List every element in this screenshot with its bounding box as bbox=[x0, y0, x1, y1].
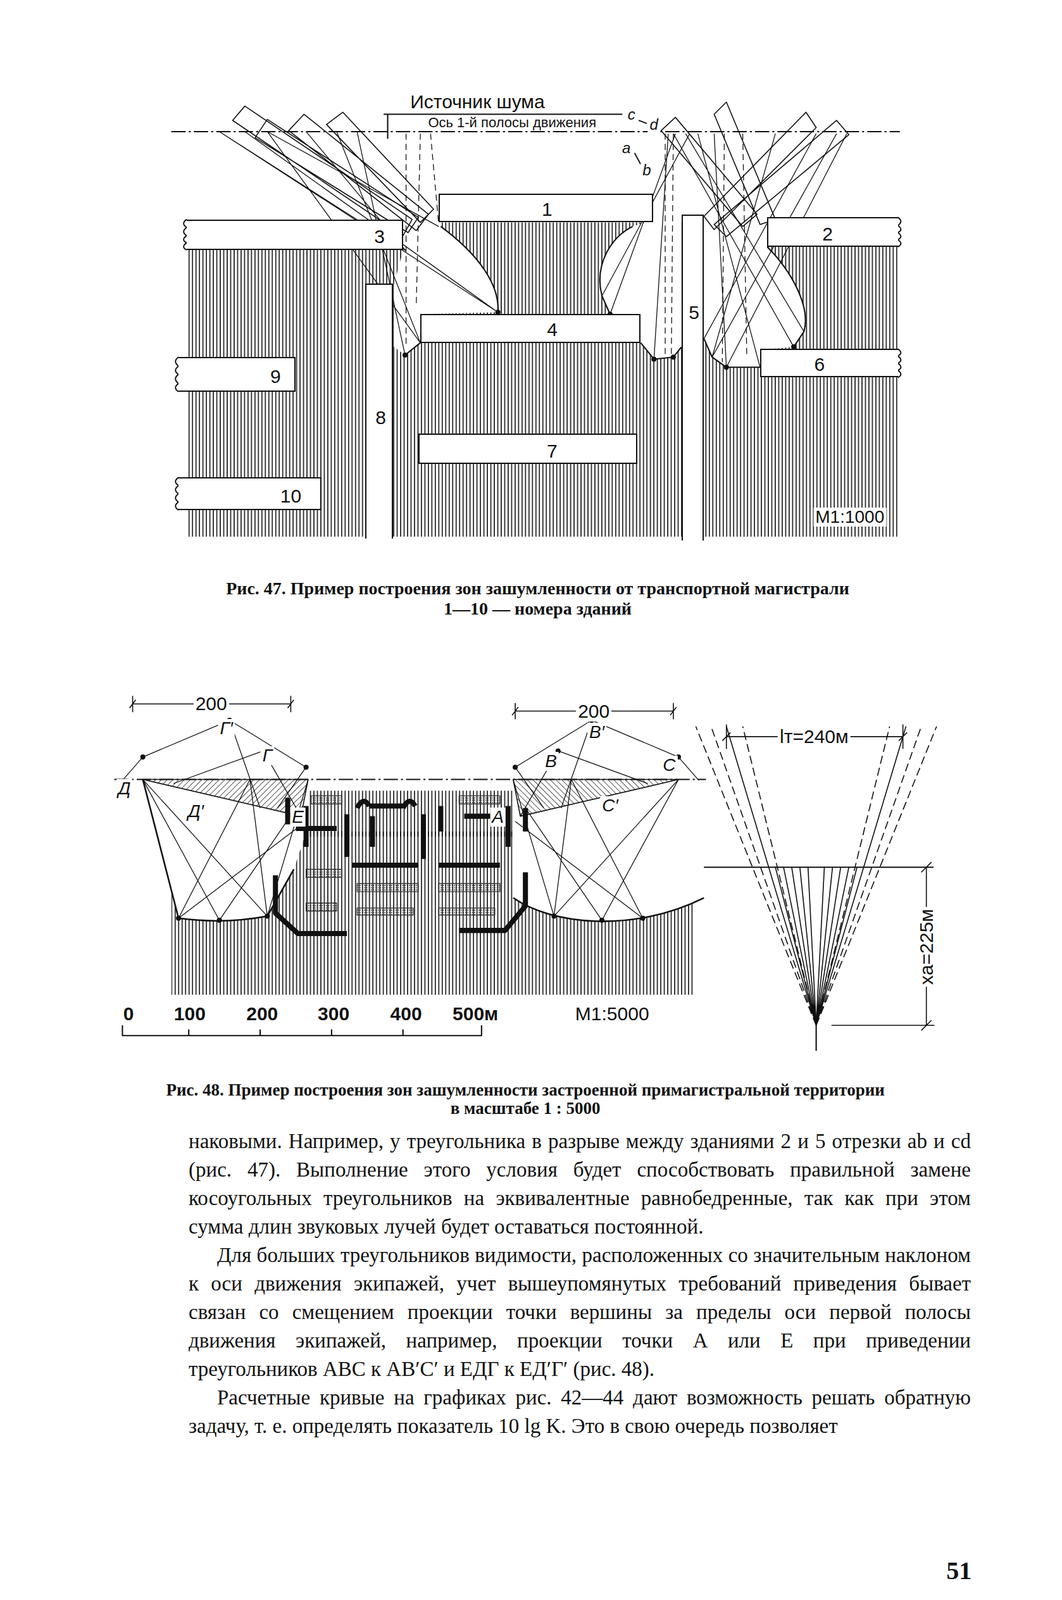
point-letter: d bbox=[648, 116, 661, 133]
noise-zone bbox=[143, 779, 309, 921]
building-number: 6 bbox=[813, 355, 825, 375]
building-number: 10 bbox=[280, 486, 302, 506]
building-block bbox=[306, 795, 500, 916]
building-number: 3 bbox=[374, 227, 385, 247]
noise-source-label: Источник шума bbox=[410, 92, 545, 112]
building-box: 7 bbox=[418, 433, 638, 464]
dimension-label: 200 bbox=[193, 693, 230, 714]
building-box: 9 bbox=[178, 356, 296, 392]
zone-vertex bbox=[140, 718, 308, 923]
segment-cd bbox=[638, 120, 647, 124]
source-leader bbox=[383, 114, 623, 140]
building-box: 6 bbox=[760, 348, 899, 378]
building-box: 5 bbox=[681, 214, 704, 542]
body-text: наковыми. Например, у треугольника в раз… bbox=[188, 1127, 971, 1441]
building-number: 5 bbox=[688, 303, 700, 323]
scale-number: 300 bbox=[315, 1003, 352, 1025]
body-paragraph: Для больших треугольников видимости, рас… bbox=[188, 1241, 971, 1384]
scale-number: 0 bbox=[121, 1003, 137, 1025]
building-box: 8 bbox=[365, 283, 394, 539]
scale-number: 500м bbox=[450, 1003, 500, 1025]
dimension-label: 200 bbox=[575, 701, 612, 722]
scale-number: 400 bbox=[388, 1003, 425, 1025]
lane-axis-label: Ось 1-й полосы движения bbox=[425, 115, 599, 131]
break-line bbox=[175, 217, 901, 511]
point-letter: Д′ bbox=[186, 801, 206, 821]
point-letter: c bbox=[625, 106, 638, 123]
point-letter: А bbox=[489, 807, 506, 827]
dimension-line bbox=[722, 724, 907, 750]
building-box: 3 bbox=[186, 219, 404, 250]
scale-note: М1:5000 bbox=[573, 1003, 652, 1025]
fan-axis bbox=[703, 867, 934, 1051]
building-number: 8 bbox=[375, 408, 387, 428]
point-letter: Е bbox=[289, 807, 306, 827]
figure-caption: 1—10 — номера зданий bbox=[443, 599, 632, 618]
lane-axis bbox=[171, 131, 900, 133]
point-letter: В bbox=[543, 751, 559, 771]
scale-note: М1:1000 bbox=[813, 507, 887, 527]
sound-ray bbox=[665, 133, 747, 363]
building-number: 7 bbox=[546, 441, 558, 461]
body-paragraph: наковыми. Например, у треугольника в раз… bbox=[188, 1127, 971, 1242]
point-letter: a bbox=[620, 139, 633, 157]
figure-caption: Рис. 48. Пример построения зон зашумленн… bbox=[166, 1080, 885, 1099]
building-number: 1 bbox=[541, 199, 553, 219]
point-letter: С bbox=[660, 755, 678, 775]
scale-number: 100 bbox=[172, 1003, 208, 1025]
figure-caption: в масштабе 1 : 5000 bbox=[450, 1099, 601, 1117]
sound-ray bbox=[122, 720, 308, 921]
zone-vertex bbox=[403, 310, 797, 369]
body-paragraph: Расчетные кривые на графиках рис. 42—44 … bbox=[188, 1383, 971, 1441]
building-box: 4 bbox=[420, 313, 641, 343]
scale-bar bbox=[122, 1025, 482, 1036]
segment-ab bbox=[634, 153, 642, 165]
scale-number: 200 bbox=[244, 1003, 280, 1025]
visibility-strip bbox=[232, 106, 435, 237]
building-box: 10 bbox=[178, 477, 322, 511]
page-number: 51 bbox=[946, 1558, 972, 1584]
point-letter: b bbox=[640, 162, 653, 179]
point-letter: Г′ bbox=[218, 718, 235, 738]
figure-caption: Рис. 47. Пример построения зон зашумленн… bbox=[225, 579, 850, 598]
building-box: 1 bbox=[438, 193, 654, 223]
dimension-label: lт=240м bbox=[777, 726, 851, 747]
visibility-triangles bbox=[122, 718, 308, 923]
building-number: 2 bbox=[822, 224, 833, 244]
visibility-triangles bbox=[513, 718, 699, 923]
point-letter: В′ bbox=[587, 722, 607, 742]
dimension-label: xa=225м bbox=[916, 906, 937, 987]
fan-line bbox=[695, 726, 937, 1026]
point-letter: С′ bbox=[599, 796, 620, 816]
building-number: 4 bbox=[546, 320, 558, 340]
building-box: 2 bbox=[767, 217, 898, 247]
building-number: 9 bbox=[270, 367, 282, 387]
point-letter: Г bbox=[260, 746, 275, 766]
point-letter: Д bbox=[116, 779, 133, 799]
